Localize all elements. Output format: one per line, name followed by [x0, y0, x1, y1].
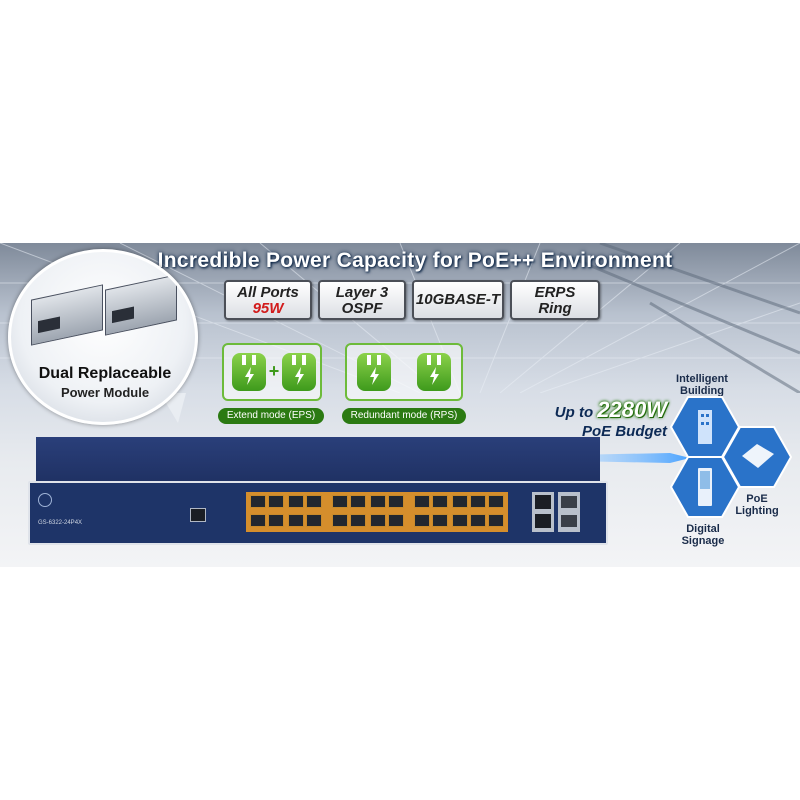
- badge-label: ERPS: [534, 284, 576, 301]
- planet-logo-icon: [38, 493, 52, 507]
- budget-suffix: PoE Budget: [582, 423, 667, 440]
- badge-erps: ERPS Ring: [510, 280, 600, 320]
- ceiling-light-icon: [722, 426, 792, 488]
- mode-label-rps: Redundant mode (RPS): [342, 408, 466, 424]
- plus-sign: +: [268, 361, 280, 381]
- product-banner: Incredible Power Capacity for PoE++ Envi…: [0, 243, 800, 567]
- badge-10gbase-t: 10GBASE-T: [412, 280, 504, 320]
- badge-label: Layer 3: [335, 284, 389, 301]
- power-plug-icon: [417, 353, 451, 391]
- model-label: GS-6322-24P4X: [38, 520, 83, 526]
- badge-layer3: Layer 3 OSPF: [318, 280, 406, 320]
- app-label-building: Intelligent Building: [676, 373, 728, 397]
- poe-port-block: [246, 492, 508, 532]
- power-module-image: [105, 274, 177, 336]
- callout-subtitle: Power Module: [60, 385, 150, 400]
- switch-top-cover: [36, 437, 600, 483]
- badge-label: All Ports: [237, 284, 299, 301]
- power-plug-icon: [357, 353, 391, 391]
- switch-front-panel: GS-6322-24P4X: [28, 481, 608, 545]
- budget-value: 2280W: [597, 397, 667, 422]
- poe-budget: Up to 2280W PoE Budget: [527, 397, 667, 441]
- app-label-lighting: PoE Lighting: [735, 493, 779, 517]
- sfp-ports: [558, 492, 580, 532]
- budget-prefix: Up to: [554, 404, 594, 421]
- badge-all-ports: All Ports 95W: [224, 280, 312, 320]
- console-port: [190, 508, 206, 522]
- badge-value: 95W: [252, 300, 284, 317]
- power-plug-icon: [282, 353, 316, 391]
- power-module-image: [31, 284, 103, 346]
- eps-plug-group: +: [222, 343, 322, 401]
- rps-plug-group: [345, 343, 463, 401]
- mode-label-eps: Extend mode (EPS): [218, 408, 324, 424]
- callout-title: Dual Replaceable: [38, 365, 172, 382]
- uplink-ports: [532, 492, 554, 532]
- app-label-signage: Digital Signage: [681, 523, 725, 547]
- headline: Incredible Power Capacity for PoE++ Envi…: [157, 249, 673, 272]
- badge-label: 10GBASE-T: [415, 291, 501, 308]
- kiosk-icon: [670, 456, 740, 518]
- badge-value: Ring: [538, 300, 572, 317]
- badge-value: OSPF: [341, 300, 383, 317]
- power-plug-icon: [232, 353, 266, 391]
- poe-switch: GS-6322-24P4X: [28, 437, 608, 549]
- power-module-callout: Dual Replaceable Power Module: [8, 249, 198, 425]
